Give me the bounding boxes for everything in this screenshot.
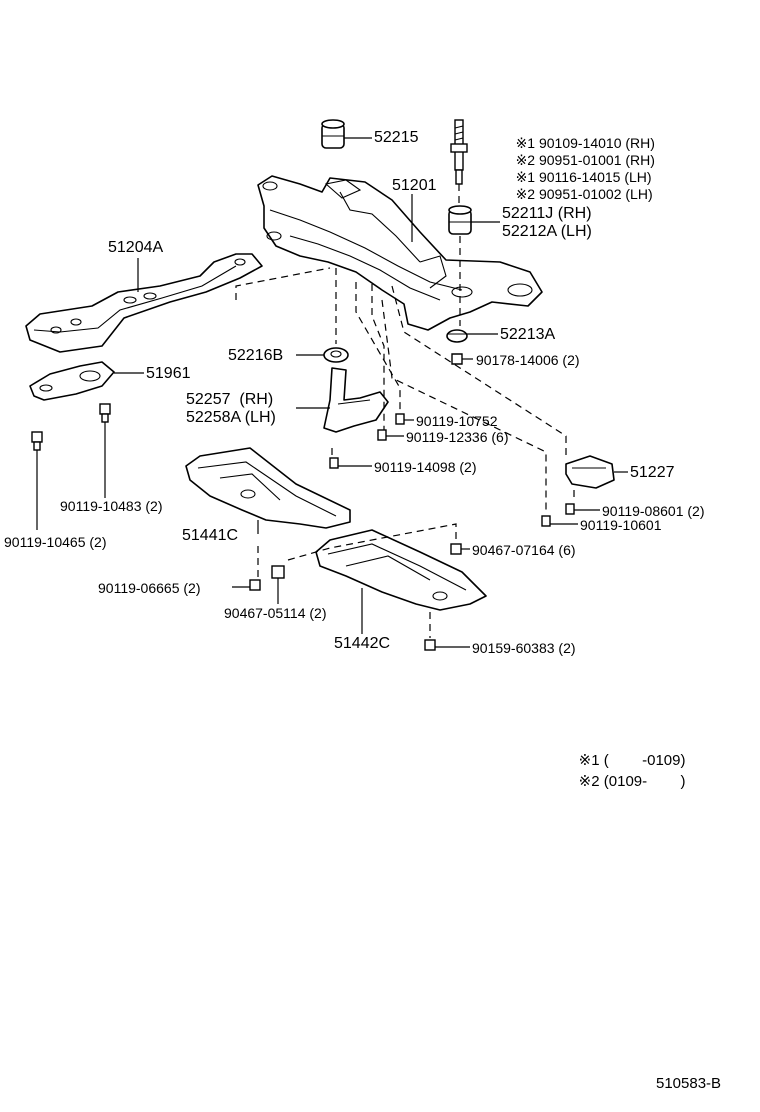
bolt-90119-10601[interactable] — [541, 515, 551, 527]
label-52258a: 52258A (LH) — [186, 409, 276, 426]
label-51441c: 51441C — [182, 527, 239, 544]
bolt-90119-14098[interactable] — [329, 457, 339, 469]
bolt-90119-06665[interactable] — [249, 579, 261, 591]
support-51227[interactable] — [565, 455, 615, 489]
label-90119-10465: 90119-10465 (2) — [4, 534, 107, 550]
date-note-mark: ※1 — [578, 752, 600, 769]
date-note-mark: ※2 — [578, 773, 600, 790]
crossmember-51201[interactable] — [257, 175, 543, 331]
label-51204a: 51204A — [108, 239, 164, 256]
bolt-90119-08601[interactable] — [565, 503, 575, 515]
label-90119-10752: 90119-10752 — [416, 413, 498, 429]
date-note-row: ※1 ( -0109) — [562, 738, 686, 768]
figure-code: 510583-B — [656, 1075, 722, 1092]
label-52257: 52257 (RH) — [186, 391, 274, 408]
label-90159-60383: 90159-60383 (2) — [472, 640, 576, 656]
label-51961: 51961 — [146, 365, 191, 382]
label-52212a: 52212A (LH) — [502, 223, 592, 240]
label-90119-12336: 90119-12336 (6) — [406, 429, 509, 445]
label-90467-05114: 90467-05114 (2) — [224, 605, 327, 621]
label-52211j: 52211J (RH) — [502, 205, 592, 222]
variant-part: 90951-01002 (LH) — [538, 186, 653, 202]
label-90467-07164: 90467-07164 (6) — [472, 542, 576, 558]
date-note-row: ※2 (0109- ) — [562, 759, 686, 789]
bolt-90178[interactable] — [451, 353, 463, 365]
variant-row: ※1 90116-14015 (LH) — [500, 156, 655, 184]
retainer-52216b[interactable] — [323, 347, 349, 363]
stopper-52213a[interactable] — [446, 329, 468, 343]
label-90119-14098: 90119-14098 (2) — [374, 459, 477, 475]
variant-part: 90116-14015 (LH) — [538, 169, 652, 185]
cover-51442c[interactable] — [315, 529, 487, 611]
bolt-90119-10752[interactable] — [395, 413, 405, 425]
bolt-90119-10483[interactable] — [99, 403, 111, 423]
label-51201: 51201 — [392, 177, 437, 194]
date-note-range: ( -0109) — [603, 752, 686, 769]
label-52215: 52215 — [374, 129, 419, 146]
clip-90467-05114[interactable] — [271, 565, 285, 579]
label-90119-10483: 90119-10483 (2) — [60, 498, 163, 514]
variant-mark: ※2 — [515, 186, 536, 202]
variant-part: 90109-14010 (RH) — [538, 135, 655, 151]
cushion-52211j[interactable] — [448, 205, 472, 235]
leader-lines — [36, 137, 628, 648]
bolt-90159-60383[interactable] — [424, 639, 436, 651]
variant-mark: ※2 — [515, 152, 536, 168]
variant-row: ※2 90951-01001 (RH) — [500, 139, 655, 167]
bracket-51961[interactable] — [29, 361, 115, 401]
label-51442c: 51442C — [334, 635, 391, 652]
cover-51441c[interactable] — [185, 447, 351, 529]
date-notes: ※1 ( -0109) ※2 (0109- ) — [562, 738, 686, 789]
label-90178-14006: 90178-14006 (2) — [476, 352, 580, 368]
bolt-variant-list: ※1 90109-14010 (RH) ※2 90951-01001 (RH) … — [500, 122, 655, 201]
label-51227: 51227 — [630, 464, 675, 481]
label-52213a: 52213A — [500, 326, 556, 343]
variant-part: 90951-01001 (RH) — [538, 152, 655, 168]
clip-90467-07164[interactable] — [450, 543, 462, 555]
label-52216b: 52216B — [228, 347, 284, 364]
variant-mark: ※1 — [515, 135, 536, 151]
label-90119-06665: 90119-06665 (2) — [98, 580, 201, 596]
brace-52257[interactable] — [323, 367, 389, 433]
variant-row: ※1 90109-14010 (RH) — [500, 122, 655, 150]
variant-mark: ※1 — [515, 169, 536, 185]
bolt-90119-12336[interactable] — [377, 429, 387, 441]
long-bolt[interactable] — [450, 119, 468, 185]
bolt-90119-10465[interactable] — [31, 431, 43, 451]
label-90119-10601: 90119-10601 — [580, 517, 662, 533]
label-90119-08601: 90119-08601 (2) — [602, 503, 705, 519]
cushion-52215[interactable] — [321, 119, 345, 149]
date-note-range: (0109- ) — [603, 773, 686, 790]
dashed-reference-lines — [235, 184, 575, 638]
member-51204a[interactable] — [25, 253, 263, 353]
variant-row: ※2 90951-01002 (LH) — [500, 173, 655, 201]
